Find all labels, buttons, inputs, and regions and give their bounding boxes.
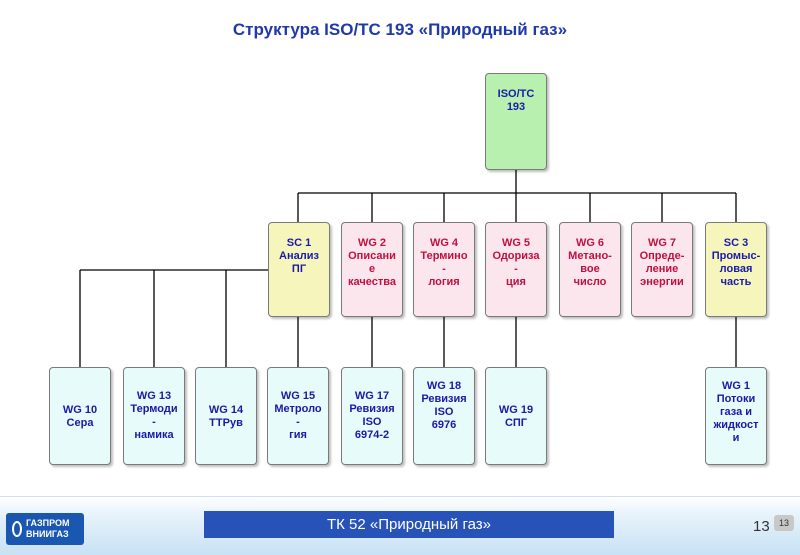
node-wg18: WG 18 Ревизия ISO 6976 [413, 367, 475, 465]
node-wg10: WG 10 Сера [49, 367, 111, 465]
flame-icon [12, 521, 22, 537]
footer-banner: ТК 52 «Природный газ» [204, 511, 614, 538]
node-wg4: WG 4 Термино - логия [413, 222, 475, 317]
page-number: 13 [753, 518, 770, 535]
logo-line2: ВНИИГАЗ [26, 529, 69, 539]
node-wg2: WG 2 Описани е качества [341, 222, 403, 317]
node-wg19: WG 19 СПГ [485, 367, 547, 465]
node-sc3: SC 3 Промыс- ловая часть [705, 222, 767, 317]
logo-line1: ГАЗПРОМ [26, 518, 70, 528]
node-sc1: SC 1 Анализ ПГ [268, 222, 330, 317]
page-badge: 13 [774, 515, 794, 531]
node-wg13: WG 13 Термоди - намика [123, 367, 185, 465]
gazprom-vniigaz-logo: ГАЗПРОМ ВНИИГАЗ [6, 513, 84, 545]
node-wg6: WG 6 Метано- вое число [559, 222, 621, 317]
node-wg1: WG 1 Потоки газа и жидкост и [705, 367, 767, 465]
node-wg15: WG 15 Метроло - гия [267, 367, 329, 465]
page-title: Структура ISO/TC 193 «Природный газ» [232, 20, 568, 39]
node-wg5: WG 5 Одориза - ция [485, 222, 547, 317]
node-iso-tc-193: ISO/TC 193 [485, 73, 547, 170]
connector-lines [79, 170, 737, 367]
node-wg17: WG 17 Ревизия ISO 6974-2 [341, 367, 403, 465]
node-wg14: WG 14 TTPув [195, 367, 257, 465]
node-wg7: WG 7 Опреде- ление энергии [631, 222, 693, 317]
logo-text: ГАЗПРОМ ВНИИГАЗ [26, 518, 70, 540]
